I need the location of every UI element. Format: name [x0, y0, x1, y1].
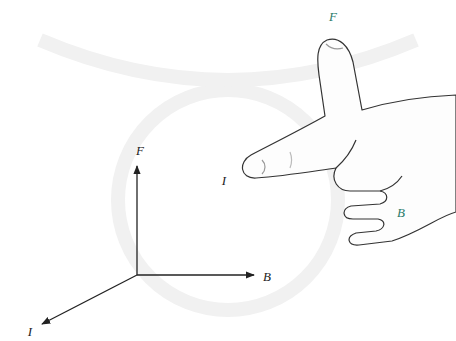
left-hand: [242, 39, 456, 245]
axes: [42, 166, 254, 324]
hand-force-label: F: [329, 10, 337, 23]
hand-field-label: B: [397, 206, 405, 219]
axis-force-label: F: [136, 144, 144, 157]
hand-current-label: I: [222, 174, 226, 187]
axis-current-label: I: [28, 325, 32, 338]
axis-field-label: B: [263, 270, 271, 283]
